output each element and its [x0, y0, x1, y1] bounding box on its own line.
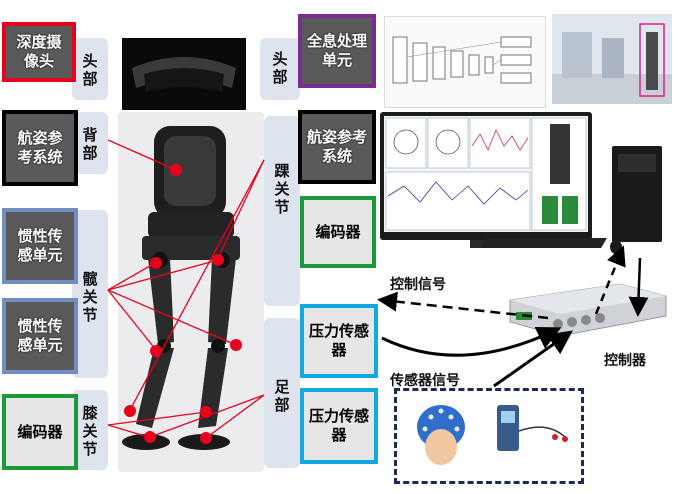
sensor-signal-curve [381, 326, 562, 357]
label-hip: 髋关节 [82, 270, 98, 324]
sensor-signal-label: 传感器信号 [390, 373, 460, 389]
dashboard-drawing [385, 117, 587, 231]
label-foot: 足部 [274, 378, 290, 414]
encoder-left-box: 编码器 [2, 394, 78, 470]
pc-tower-panel [618, 154, 656, 172]
controller-label: 控制器 [604, 353, 646, 369]
encoder-right-label: 编码器 [315, 222, 361, 241]
monitor-screen [384, 116, 588, 232]
pressure-2-label: 压力传感器 [309, 407, 370, 444]
label-back: 背部 [82, 126, 98, 162]
sensor-device-box [394, 388, 584, 484]
label-head-left: 头部 [82, 52, 98, 88]
imu-1-label: 惯性传感单元 [17, 227, 63, 264]
exoskeleton-photo [118, 112, 264, 472]
detection-photo-drawing [552, 23, 672, 104]
control-signal-label: 控制信号 [390, 277, 446, 293]
pressure-1-box: 压力传感器 [300, 304, 378, 378]
headset-drawing [132, 57, 236, 92]
detection-photo-panel [552, 14, 672, 104]
label-bg-back [72, 112, 108, 174]
controller-device [500, 270, 670, 342]
encoder-left-label: 编码器 [17, 422, 63, 441]
nav-ref-right-label: 航姿参考系统 [307, 128, 368, 165]
label-bg-head-right [260, 38, 300, 100]
monitor [380, 112, 592, 240]
nav-ref-right-box: 航姿参考系统 [298, 110, 376, 184]
sensor-device-drawing [417, 405, 568, 465]
joint-dot-thigh-right [230, 339, 242, 351]
joint-dot-thigh-left [150, 345, 162, 357]
network-diagram-panel [384, 16, 546, 108]
joint-dot-ankle-right [200, 432, 212, 444]
joint-dot-knee-left [124, 405, 136, 417]
nav-ref-left-label: 航姿参考系统 [17, 129, 63, 166]
nav-ref-left-box: 航姿参考系统 [2, 110, 78, 186]
imu-1-box: 惯性传感单元 [2, 208, 78, 284]
pressure-1-label: 压力传感器 [309, 322, 370, 359]
network-diagram-drawing [392, 36, 532, 84]
controller-to-pc-arrow-up [594, 245, 626, 315]
label-knee: 膝关节 [82, 404, 98, 458]
pc-tower [612, 146, 662, 242]
joint-dot-ankle-left [144, 431, 156, 443]
joint-dot-hip-right [212, 254, 224, 266]
holographic-unit-box: 全息处理单元 [298, 14, 376, 88]
joint-dot-hip-left [150, 257, 162, 269]
label-bg-ankle [264, 116, 300, 306]
label-ankle: 踝关节 [274, 162, 290, 216]
holographic-unit-label: 全息处理单元 [307, 32, 368, 69]
encoder-right-box: 编码器 [300, 196, 376, 268]
label-bg-head-left [72, 38, 108, 100]
joint-dot-knee-right [200, 406, 212, 418]
controller-drawing [509, 283, 667, 337]
label-head-right: 头部 [272, 50, 288, 86]
joint-dot-back [170, 164, 182, 176]
headset-photo [122, 38, 246, 110]
depth-camera-label: 深度摄像头 [16, 33, 62, 70]
pc-to-controller-arrow [628, 257, 649, 317]
depth-camera-box: 深度摄像头 [2, 22, 76, 82]
label-bg-knee [72, 390, 108, 470]
label-bg-hip [72, 210, 108, 378]
eeg-to-controller-arrow [493, 330, 573, 388]
control-signal-arrow [377, 291, 549, 320]
label-bg-foot [264, 318, 300, 468]
imu-2-label: 惯性传感单元 [17, 317, 63, 354]
pressure-2-box: 压力传感器 [300, 388, 378, 464]
imu-2-box: 惯性传感单元 [2, 298, 78, 374]
